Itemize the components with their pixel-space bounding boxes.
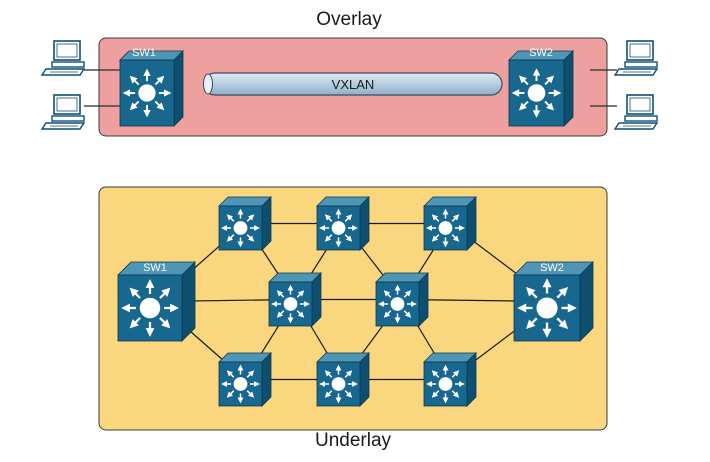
underlay-switch-icon <box>316 196 370 251</box>
overlay-title: Overlay <box>316 9 382 30</box>
underlay-switch-icon <box>218 352 272 407</box>
underlay-switch-icon <box>375 272 429 327</box>
underlay-title: Underlay <box>314 430 392 451</box>
overlay-host-links <box>84 69 617 107</box>
overlay-sw2-label: SW2 <box>529 47 553 59</box>
overlay-sw1-label: SW1 <box>132 47 156 59</box>
vxlan-label: VXLAN <box>332 77 375 92</box>
underlay-switch-icon <box>268 272 322 327</box>
underlay-switch-icon <box>423 196 477 251</box>
underlay-sw2-icon <box>513 261 594 342</box>
host-computers <box>40 40 659 130</box>
computer-icon <box>40 40 86 76</box>
underlay-sw1-icon <box>117 261 196 342</box>
computer-icon <box>613 40 659 76</box>
computer-icon <box>40 94 86 130</box>
overlay-switches <box>119 50 574 127</box>
vxlan-tunnel <box>203 72 503 96</box>
underlay-switch-icon <box>218 196 272 251</box>
underlay-sw2-label: SW2 <box>540 262 564 274</box>
underlay-switches <box>117 196 594 407</box>
underlay-sw1-label: SW1 <box>143 262 167 274</box>
overlay-sw2-icon <box>508 50 574 127</box>
underlay-switch-icon <box>423 352 477 407</box>
underlay-switch-icon <box>316 352 370 407</box>
computer-icon <box>613 94 659 130</box>
overlay-sw1-icon <box>119 50 184 127</box>
